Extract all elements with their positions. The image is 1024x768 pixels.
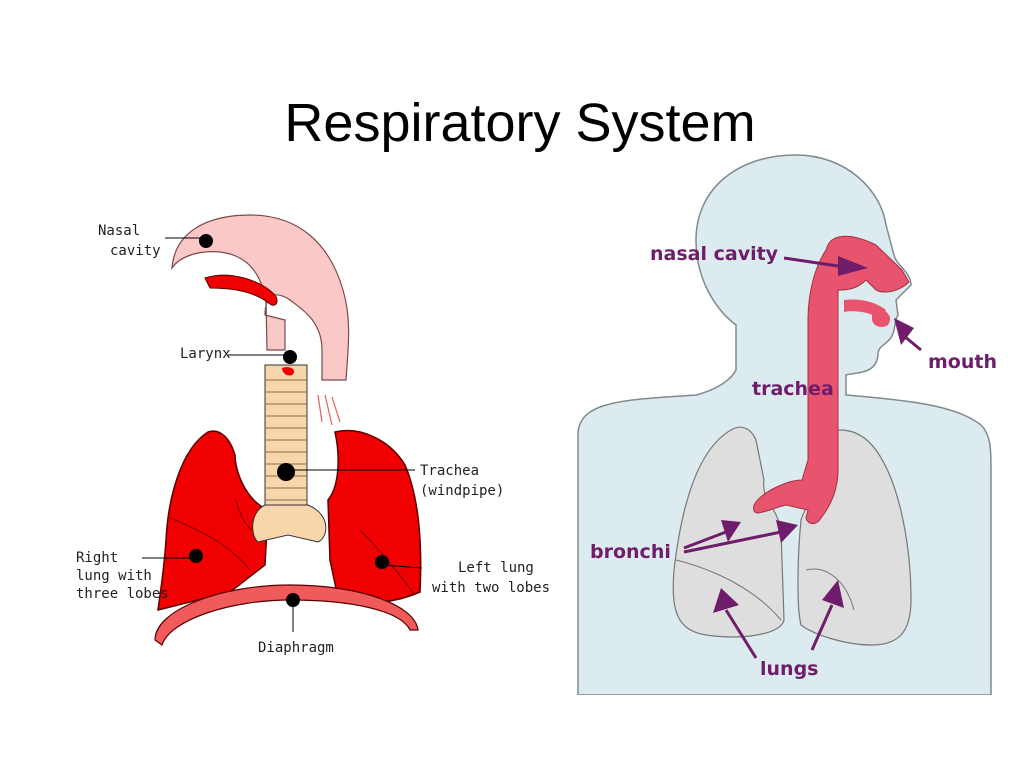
label-two-lobes: with two lobes	[432, 580, 550, 596]
trachea-shape	[252, 364, 327, 543]
right-lung-shape	[157, 430, 269, 611]
label-left-lung: Left lung	[458, 560, 534, 576]
pointer-arrows	[683, 256, 922, 659]
label-larynx: Larynx	[180, 346, 231, 362]
label-nasal-cavity: nasal cavity	[650, 243, 779, 265]
label-lung-with: lung with	[76, 568, 152, 584]
label-mouth: mouth	[928, 351, 997, 373]
diaphragm-shape	[154, 584, 419, 646]
left-lung-shape	[327, 429, 422, 604]
label-trachea: Trachea	[420, 463, 479, 479]
label-three-lobes: three lobes	[76, 586, 169, 602]
right-respiratory-diagram: nasal cavity mouth trachea bronchi lungs	[577, 154, 997, 695]
label-right: Right	[76, 550, 118, 566]
label-bronchi: bronchi	[590, 541, 671, 563]
label-cavity: cavity	[110, 243, 161, 259]
hard-palate-shape	[204, 274, 278, 306]
airway-shape	[753, 235, 910, 525]
label-trachea-2: trachea	[752, 378, 834, 400]
label-windpipe: (windpipe)	[420, 483, 504, 499]
left-respiratory-diagram: Nasal cavity Larynx Trachea (windpipe) R…	[76, 214, 550, 656]
body-silhouette	[577, 154, 992, 695]
label-lungs: lungs	[760, 658, 818, 680]
nasal-cavity-shape	[171, 214, 350, 381]
slide-title: Respiratory System	[284, 93, 756, 153]
label-nasal: Nasal	[98, 223, 140, 239]
label-diaphragm: Diaphragm	[258, 640, 334, 656]
